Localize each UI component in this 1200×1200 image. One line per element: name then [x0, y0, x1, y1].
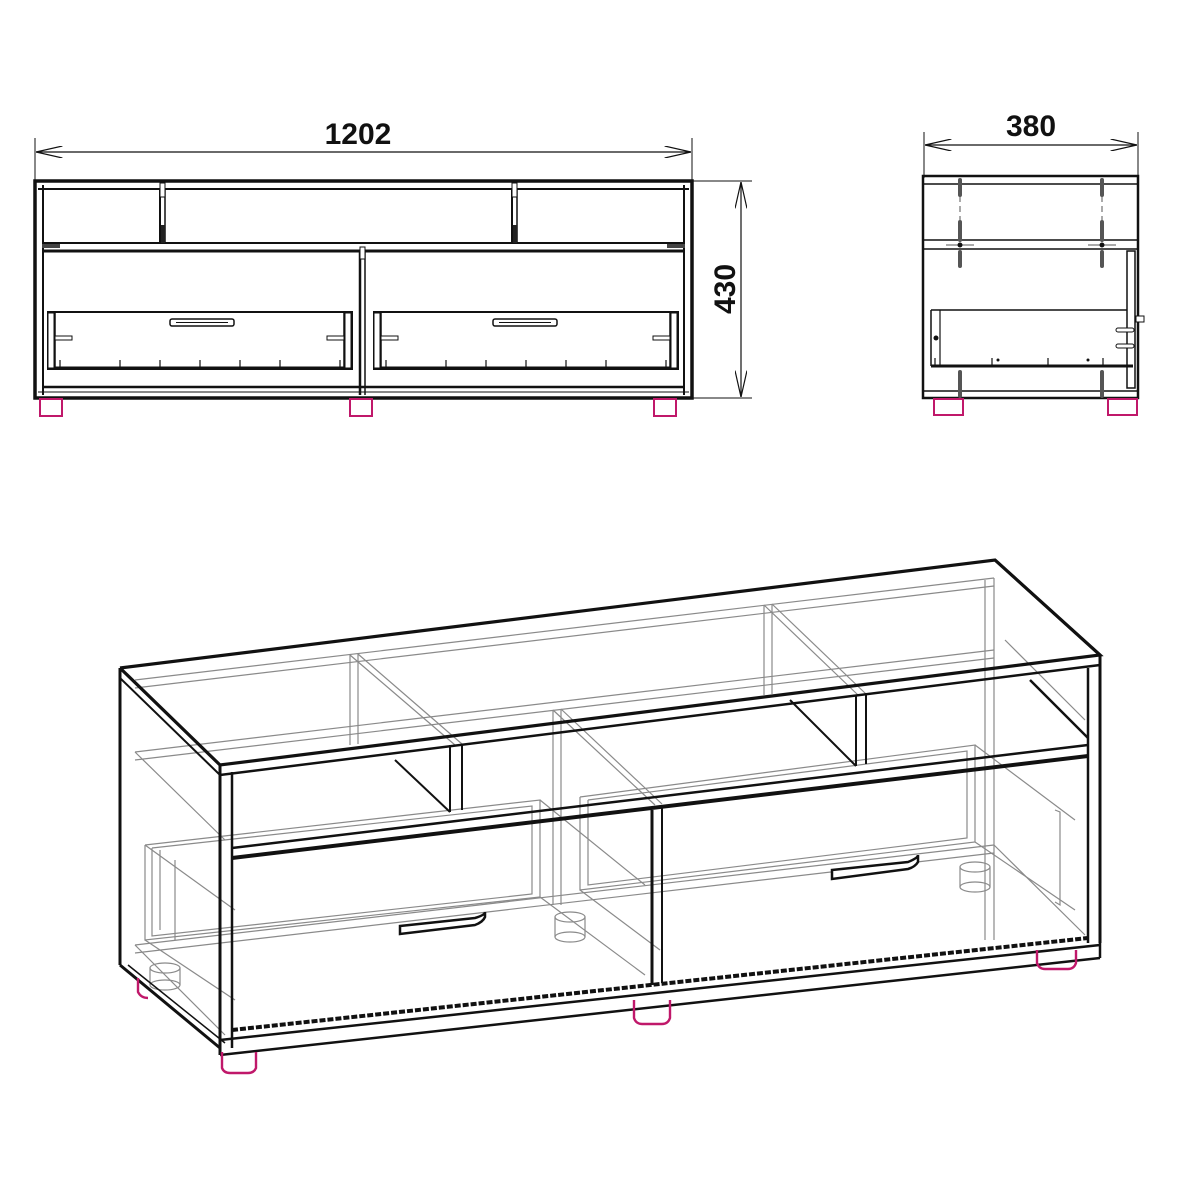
- visible-edges: [118, 558, 1104, 1057]
- depth-dimension-label: 380: [1006, 110, 1056, 143]
- side-fastener-markers: [958, 178, 1104, 398]
- upper-divider-left: [159, 182, 166, 243]
- foot-side-back: [1107, 398, 1138, 416]
- side-drawer-box: [930, 309, 1133, 368]
- height-dimension: 430: [692, 180, 752, 399]
- iso-foot-back-left: [136, 978, 149, 1000]
- carcass-outline: [33, 179, 694, 400]
- iso-drawer-handle-left-icon: [398, 911, 487, 936]
- depth-dimension: 380: [923, 110, 1139, 178]
- iso-foot-front-right: [1035, 950, 1078, 971]
- foot-front-center: [349, 398, 373, 417]
- foot-front-right: [653, 398, 677, 417]
- foot-front-left: [39, 398, 63, 417]
- iso-foot-front-center: [632, 1000, 672, 1026]
- shelf-bracket-right: [667, 244, 685, 248]
- side-handle-icon: [1135, 315, 1145, 323]
- side-drawer-front: [1126, 250, 1136, 389]
- width-dimension-label: 1202: [325, 118, 392, 151]
- front-drawer-right: [373, 311, 679, 370]
- iso-feet: [136, 950, 1078, 1075]
- foot-side-front: [933, 398, 964, 416]
- center-divider: [358, 246, 366, 395]
- shelf-bracket-left: [42, 244, 60, 248]
- front-drawer-left: [47, 311, 353, 370]
- hidden-lines: [134, 577, 1086, 1036]
- iso-drawer-handle-right-icon: [830, 854, 920, 881]
- side-panel-outline: [921, 174, 1140, 400]
- height-dimension-label: 430: [709, 264, 742, 314]
- front-view: 1202 430: [33, 118, 752, 417]
- isometric-view: [118, 558, 1104, 1075]
- side-view: 380: [921, 110, 1145, 416]
- iso-foot-front-left: [220, 1052, 258, 1075]
- width-dimension: 1202: [34, 118, 693, 185]
- upper-divider-right: [511, 182, 518, 243]
- iso-drawer-boxes: [144, 744, 1076, 1001]
